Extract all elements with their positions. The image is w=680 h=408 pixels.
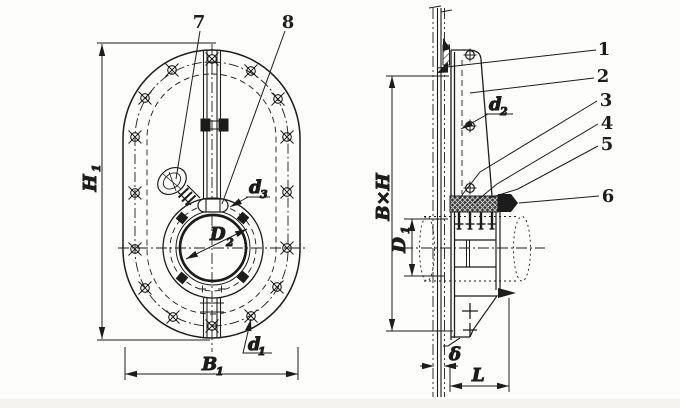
dim-d1: [242, 318, 272, 354]
dim-D1: [404, 218, 448, 277]
dim-L-base: L: [471, 365, 485, 386]
dim-delta-base: δ: [448, 344, 461, 365]
dim-label-D2: D 2: [209, 224, 235, 250]
bracket-cross-marks: [462, 303, 478, 337]
dim-B1: [124, 347, 299, 380]
dim-label-B1: B 1: [201, 354, 225, 379]
side-view: B×H D 1 d 2 δ: [373, 5, 600, 397]
side-callout-leaders: [437, 49, 600, 204]
dim-D1-base: D: [389, 237, 410, 254]
keyhole-slot: [197, 198, 229, 213]
dim-label-d3: d 3: [249, 177, 269, 202]
dim-D2: [185, 228, 248, 260]
hinge-bracket: [451, 295, 499, 338]
dim-d3-sub: 3: [260, 188, 268, 201]
dim-label-d2: d 2: [489, 94, 509, 119]
inner-flange-line: [146, 73, 277, 315]
callout-5: 5: [601, 134, 614, 155]
dim-label-H1: H 1: [80, 164, 104, 193]
callout-3: 3: [600, 90, 613, 111]
dim-D1-sub: 1: [399, 226, 412, 234]
callout-2: 2: [597, 66, 610, 87]
gasket-band: [449, 194, 518, 231]
dim-D2-sub: 2: [225, 236, 234, 249]
dim-d2-sub: 2: [499, 105, 508, 118]
wedge-clamp: [200, 118, 229, 132]
clamp-nut: [498, 194, 518, 212]
dim-H1-base: H: [80, 174, 101, 193]
dim-d1-sub: 1: [258, 345, 266, 358]
dim-d3-base: d: [249, 177, 262, 198]
weld-mark-top: [443, 38, 451, 51]
scan-artifact: [0, 399, 680, 408]
dim-BxH: [386, 75, 453, 332]
callout-8: 8: [282, 12, 295, 33]
dim-BxH-base: B×H: [373, 172, 394, 221]
neck-cylinder: [419, 216, 531, 282]
dim-B1-base: B: [201, 354, 217, 375]
dim-label-BxH: B×H: [373, 172, 395, 222]
perimeter-bolt-holes: [127, 51, 295, 334]
swing-bolt-tip: [498, 288, 516, 298]
dim-D2-base: D: [209, 224, 226, 245]
dim-label-D1: D 1: [389, 226, 413, 254]
toggle-handle: [157, 166, 201, 206]
wall-section: [437, 38, 451, 73]
dim-d2: [460, 113, 513, 130]
dim-H1-sub: 1: [90, 164, 103, 172]
dim-label-d1: d 1: [248, 334, 267, 359]
front-view: H 1 B 1 D 2 d 3: [80, 30, 306, 380]
oval-cover-outline: [122, 49, 301, 339]
dim-d1-base: d: [248, 334, 261, 355]
dim-B1-sub: 1: [216, 365, 224, 378]
dim-H1: [97, 42, 216, 341]
dim-d3: [229, 196, 270, 208]
dim-L: [449, 298, 510, 392]
front-callout-leaders: [175, 30, 286, 205]
dim-d2-base: d: [489, 94, 502, 115]
callout-1: 1: [598, 39, 611, 60]
callout-7: 7: [193, 12, 206, 33]
callout-4: 4: [601, 113, 614, 134]
cover-plate-edge: [443, 49, 493, 347]
neck-box: [455, 212, 516, 298]
callout-6: 6: [602, 186, 615, 207]
